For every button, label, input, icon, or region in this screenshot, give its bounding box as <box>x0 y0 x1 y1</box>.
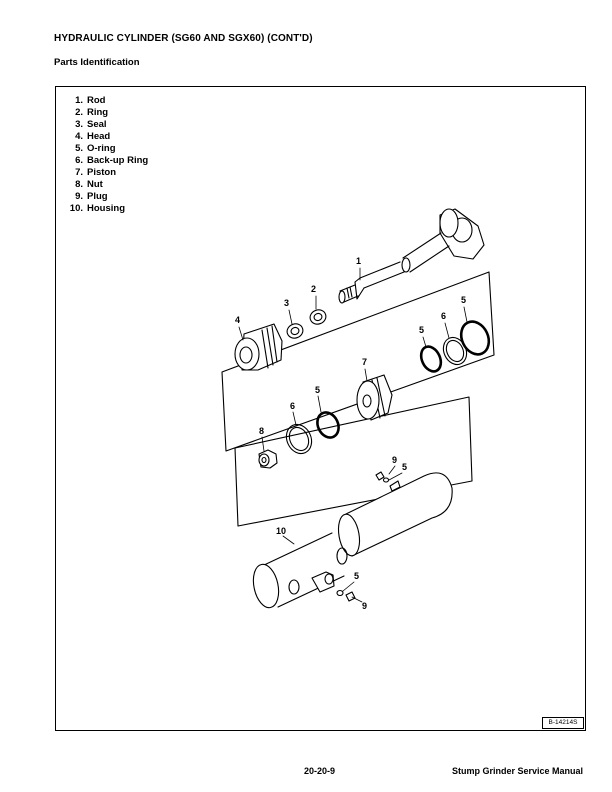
oring-upper-left <box>419 345 443 373</box>
legend-label: Nut <box>87 179 103 190</box>
legend-number: 3. <box>75 119 83 130</box>
legend-item-rod: 1. Rod <box>63 95 148 107</box>
legend-label: Seal <box>87 119 107 130</box>
legend-item-ring: 2. Ring <box>63 107 148 119</box>
callout-ring: 2 <box>311 284 316 294</box>
figure-code: B-14214S <box>542 717 584 729</box>
legend-number: 5. <box>75 143 83 154</box>
legend-label: O-ring <box>87 143 116 154</box>
backup-ring-lower <box>285 423 313 455</box>
legend-label: Rod <box>87 95 106 106</box>
plug-upper <box>375 471 390 483</box>
legend-number: 2. <box>75 107 83 118</box>
oring-upper-right <box>459 320 491 356</box>
callout-oring-c: 5 <box>315 385 320 395</box>
legend-label: Piston <box>87 167 117 178</box>
housing-fitting <box>311 571 335 593</box>
legend-item-plug: 9. Plug <box>63 191 148 203</box>
callout-piston: 7 <box>362 357 367 367</box>
leader-lines <box>238 267 468 603</box>
manual-title: Stump Grinder Service Manual <box>452 766 584 776</box>
legend-label: Housing <box>87 203 125 214</box>
legend-number: 10. <box>69 203 83 214</box>
legend-label: Head <box>87 131 111 142</box>
legend-label: Ring <box>87 107 109 118</box>
callout-rod: 1 <box>356 256 361 266</box>
callout-oring-a: 5 <box>461 295 466 305</box>
callout-seal: 3 <box>284 298 289 308</box>
legend-number: 9. <box>75 191 83 202</box>
legend-label: Back-up Ring <box>87 155 149 166</box>
legend-item-head: 4. Head <box>63 131 148 143</box>
housing-drawing <box>252 472 453 609</box>
legend-number: 7. <box>75 167 83 178</box>
callout-housing: 10 <box>276 526 286 536</box>
figure-frame <box>55 86 586 731</box>
callout-backup-a: 6 <box>441 311 446 321</box>
ring-drawing <box>309 309 327 325</box>
legend-item-seal: 3. Seal <box>63 119 148 131</box>
section-break-lower <box>234 396 473 527</box>
legend-item-housing: 10. Housing <box>63 203 148 215</box>
callout-backup-b: 6 <box>290 401 295 411</box>
parts-legend: 1. Rod 2. Ring 3. Seal 4. Head 5. O-ring 6. Ba… <box>63 95 148 215</box>
legend-item-backup-ring: 6. Back-up Ring <box>63 155 148 167</box>
rod-drawing <box>338 208 485 304</box>
legend-number: 6. <box>75 155 83 166</box>
callout-head: 4 <box>235 315 240 325</box>
legend-number: 8. <box>75 179 83 190</box>
callout-plug-b: 9 <box>362 601 367 611</box>
backup-ring-upper <box>442 336 468 366</box>
section-subtitle: Parts Identification <box>54 57 140 68</box>
callout-oring-e: 5 <box>354 571 359 581</box>
piston-drawing <box>356 374 393 421</box>
legend-number: 1. <box>75 95 83 106</box>
section-break-upper <box>221 271 495 452</box>
head-drawing <box>234 323 283 371</box>
legend-item-nut: 8. Nut <box>63 179 148 191</box>
oring-piston <box>316 411 340 439</box>
callout-nut: 8 <box>259 426 264 436</box>
legend-label: Plug <box>87 191 108 202</box>
page-number: 20-20-9 <box>304 766 336 776</box>
callout-oring-b: 5 <box>419 325 424 335</box>
legend-number: 4. <box>75 131 83 142</box>
plug-lower <box>336 589 356 602</box>
legend-item-piston: 7. Piston <box>63 167 148 179</box>
seal-drawing <box>286 323 304 339</box>
nut-drawing <box>258 449 278 469</box>
page-title: HYDRAULIC CYLINDER (SG60 AND SGX60) (CON… <box>54 33 313 44</box>
legend-item-oring: 5. O-ring <box>63 143 148 155</box>
callout-oring-d: 5 <box>402 462 407 472</box>
callout-plug-a: 9 <box>392 455 397 465</box>
